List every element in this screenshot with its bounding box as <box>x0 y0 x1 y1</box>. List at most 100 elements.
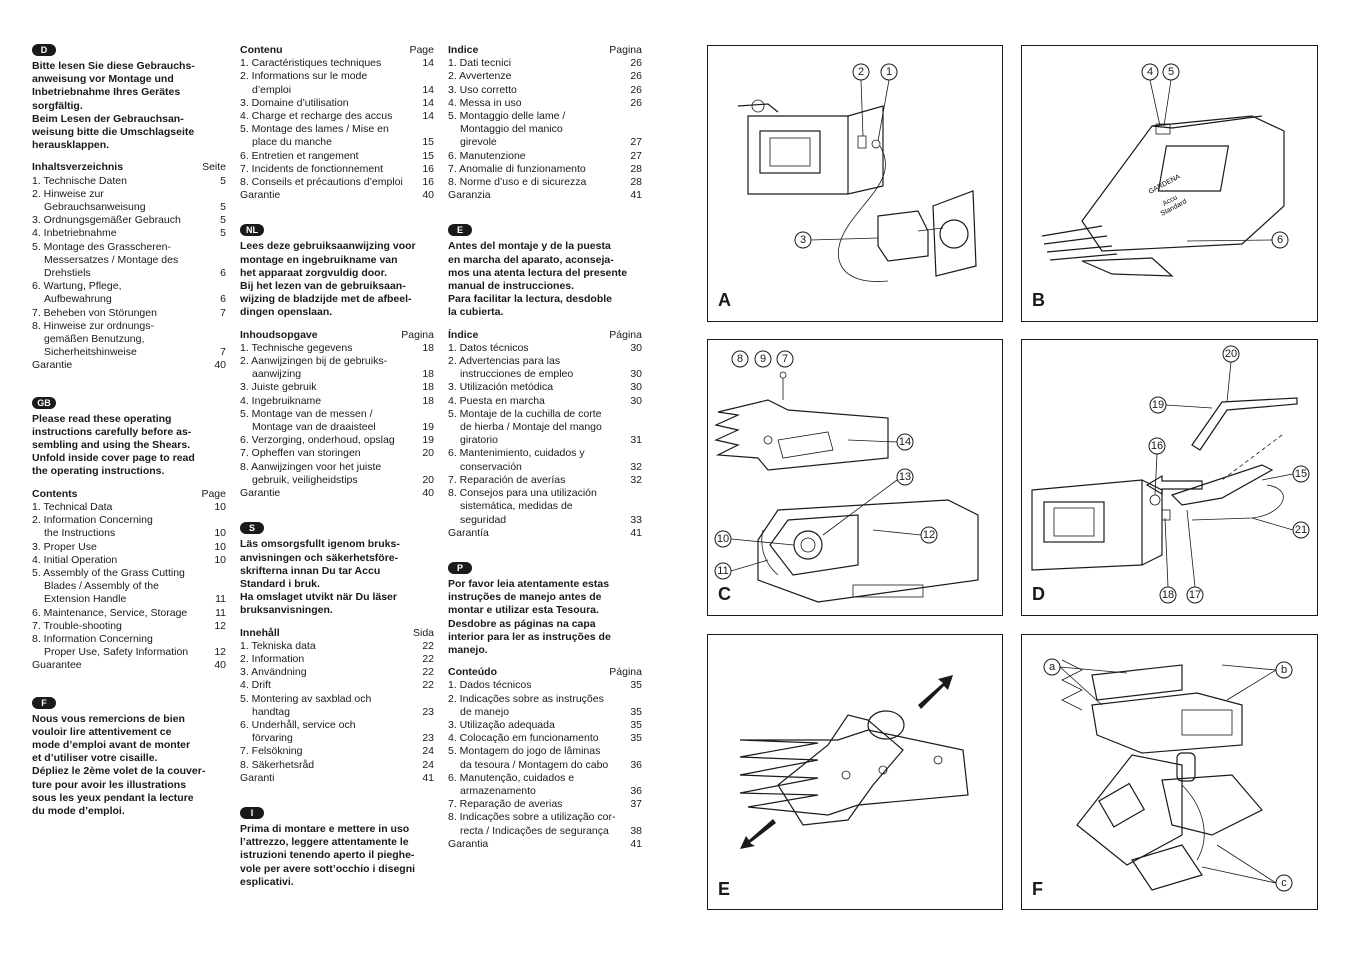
toc-entry-page: 14 <box>422 96 434 109</box>
callout-20-marker: 20 <box>1222 345 1240 363</box>
callout-a-marker: a <box>1043 658 1061 676</box>
toc-entry-title: 5. Montaggio delle lame / <box>448 110 566 123</box>
toc-entry-title: giratorio <box>460 434 498 447</box>
toc-entry-title: armazenamento <box>460 784 536 797</box>
intro-line: et d’utiliser votre cisaille. <box>32 752 158 765</box>
toc-entry-title: 8. Conseils et précautions d’emploi <box>240 176 403 189</box>
toc-entry-title: 6. Maintenance, Service, Storage <box>32 606 188 619</box>
svg-text:21: 21 <box>1295 524 1307 536</box>
intro-line: sembling and using the Shears. <box>32 439 191 452</box>
toc-entry-title: 6. Entretien et rangement <box>240 149 359 162</box>
toc-entry-title: girevole <box>460 136 497 149</box>
figure-e-label: E <box>718 879 731 899</box>
toc-entry-page: 5 <box>220 174 226 187</box>
toc-entry-title: 2. Advertencias para las <box>448 355 561 368</box>
intro-line: manual de instrucciones. <box>448 280 575 293</box>
toc-entry: 5. Montage van de messen / <box>240 408 434 421</box>
toc-entry-title: 7. Anomalie di funzionamento <box>448 162 586 175</box>
intro-line: Beim Lesen der Gebrauchsan- <box>32 112 184 125</box>
toc-entry-page: 12 <box>214 619 226 632</box>
toc-entry-title: da tesoura / Montagem do cabo <box>460 758 609 771</box>
toc-entry-title: Guarantee <box>32 659 82 672</box>
svg-text:8: 8 <box>737 353 743 365</box>
toc-entry: 2. Information Concerning <box>32 514 226 527</box>
toc-entry-page: 36 <box>630 758 642 771</box>
toc-entry: da tesoura / Montagem do cabo 36 <box>448 759 642 772</box>
toc-entry-page: 35 <box>630 705 642 718</box>
intro-line: skrifterna innan Du tar Accu <box>240 564 381 577</box>
language-badge-pt: P <box>448 561 472 574</box>
intro-line: instructions carefully before as- <box>32 425 192 438</box>
toc-entry: 2. Advertencias para las <box>448 355 642 368</box>
callout-16-marker: 16 <box>1148 437 1166 455</box>
toc-entry-title: 6. Manutenção, cuidados e <box>448 771 575 784</box>
toc-entry-title: handtag <box>252 705 290 718</box>
intro-line: Ha omslaget utvikt när Du läser <box>240 591 397 604</box>
figure-d: 20 19 16 15 21 18 17 D <box>1021 339 1318 616</box>
intro-line: mode d’emploi avant de monter <box>32 738 191 751</box>
svg-text:16: 16 <box>1151 440 1163 452</box>
toc-entry-page: 7 <box>220 346 226 359</box>
toc-entry-title: 8. Norme d’uso e di sicurezza <box>448 176 587 189</box>
toc-entry-title: 1. Datos técnicos <box>448 341 529 354</box>
svg-text:11: 11 <box>717 565 728 577</box>
toc-entry-title: 7. Reparação de averias <box>448 798 563 811</box>
language-badge-se: S <box>240 522 264 535</box>
toc-entry-page: 18 <box>422 341 434 354</box>
toc-entry: 5. Assembly of the Grass Cutting <box>32 567 226 580</box>
figure-d-drawing: 20 19 16 15 21 18 17 <box>1031 345 1310 604</box>
toc-entry-title: instrucciones de empleo <box>460 368 574 381</box>
callout-14-marker: 14 <box>896 433 914 451</box>
intro-line: manejo. <box>448 643 488 656</box>
callout-13-marker: 13 <box>896 468 914 486</box>
toc-entry-page: 22 <box>422 652 434 665</box>
toc-entry: 5. Montering av saxblad och <box>240 693 434 706</box>
toc-entry-page: 30 <box>630 381 642 394</box>
toc-entry-title: 2. Information <box>240 652 305 665</box>
intro-line: Läs omsorgsfullt igenom bruks- <box>240 538 400 551</box>
figure-f-label: F <box>1032 879 1043 899</box>
toc-entry-title: sistemática, medidas de <box>460 500 573 513</box>
toc-entry-title: förvaring <box>252 732 293 745</box>
toc-entry: 6. Wartung, Pflege, <box>32 280 226 293</box>
svg-text:13: 13 <box>899 471 911 483</box>
toc-entry-title: place du manche <box>252 136 332 149</box>
callout-15-marker: 15 <box>1292 465 1310 483</box>
toc-entry-page: 41 <box>630 837 642 850</box>
figure-f: a b c F <box>1021 634 1318 910</box>
toc-entry: Montaggio del manico <box>448 123 642 136</box>
toc-entry-title: 1. Dados técnicos <box>448 679 532 692</box>
toc-entry-page: 20 <box>422 473 434 486</box>
figure-c-label: C <box>718 584 731 604</box>
toc-entry: sistemática, medidas de <box>448 500 642 513</box>
toc-entry-title: Proper Use, Safety Information <box>44 646 189 659</box>
intro-line: ture pour avoir les illustrations <box>32 778 187 791</box>
intro-line: en marcha del aparato, aconseja- <box>448 253 614 266</box>
toc-entry-page: 41 <box>630 526 642 539</box>
